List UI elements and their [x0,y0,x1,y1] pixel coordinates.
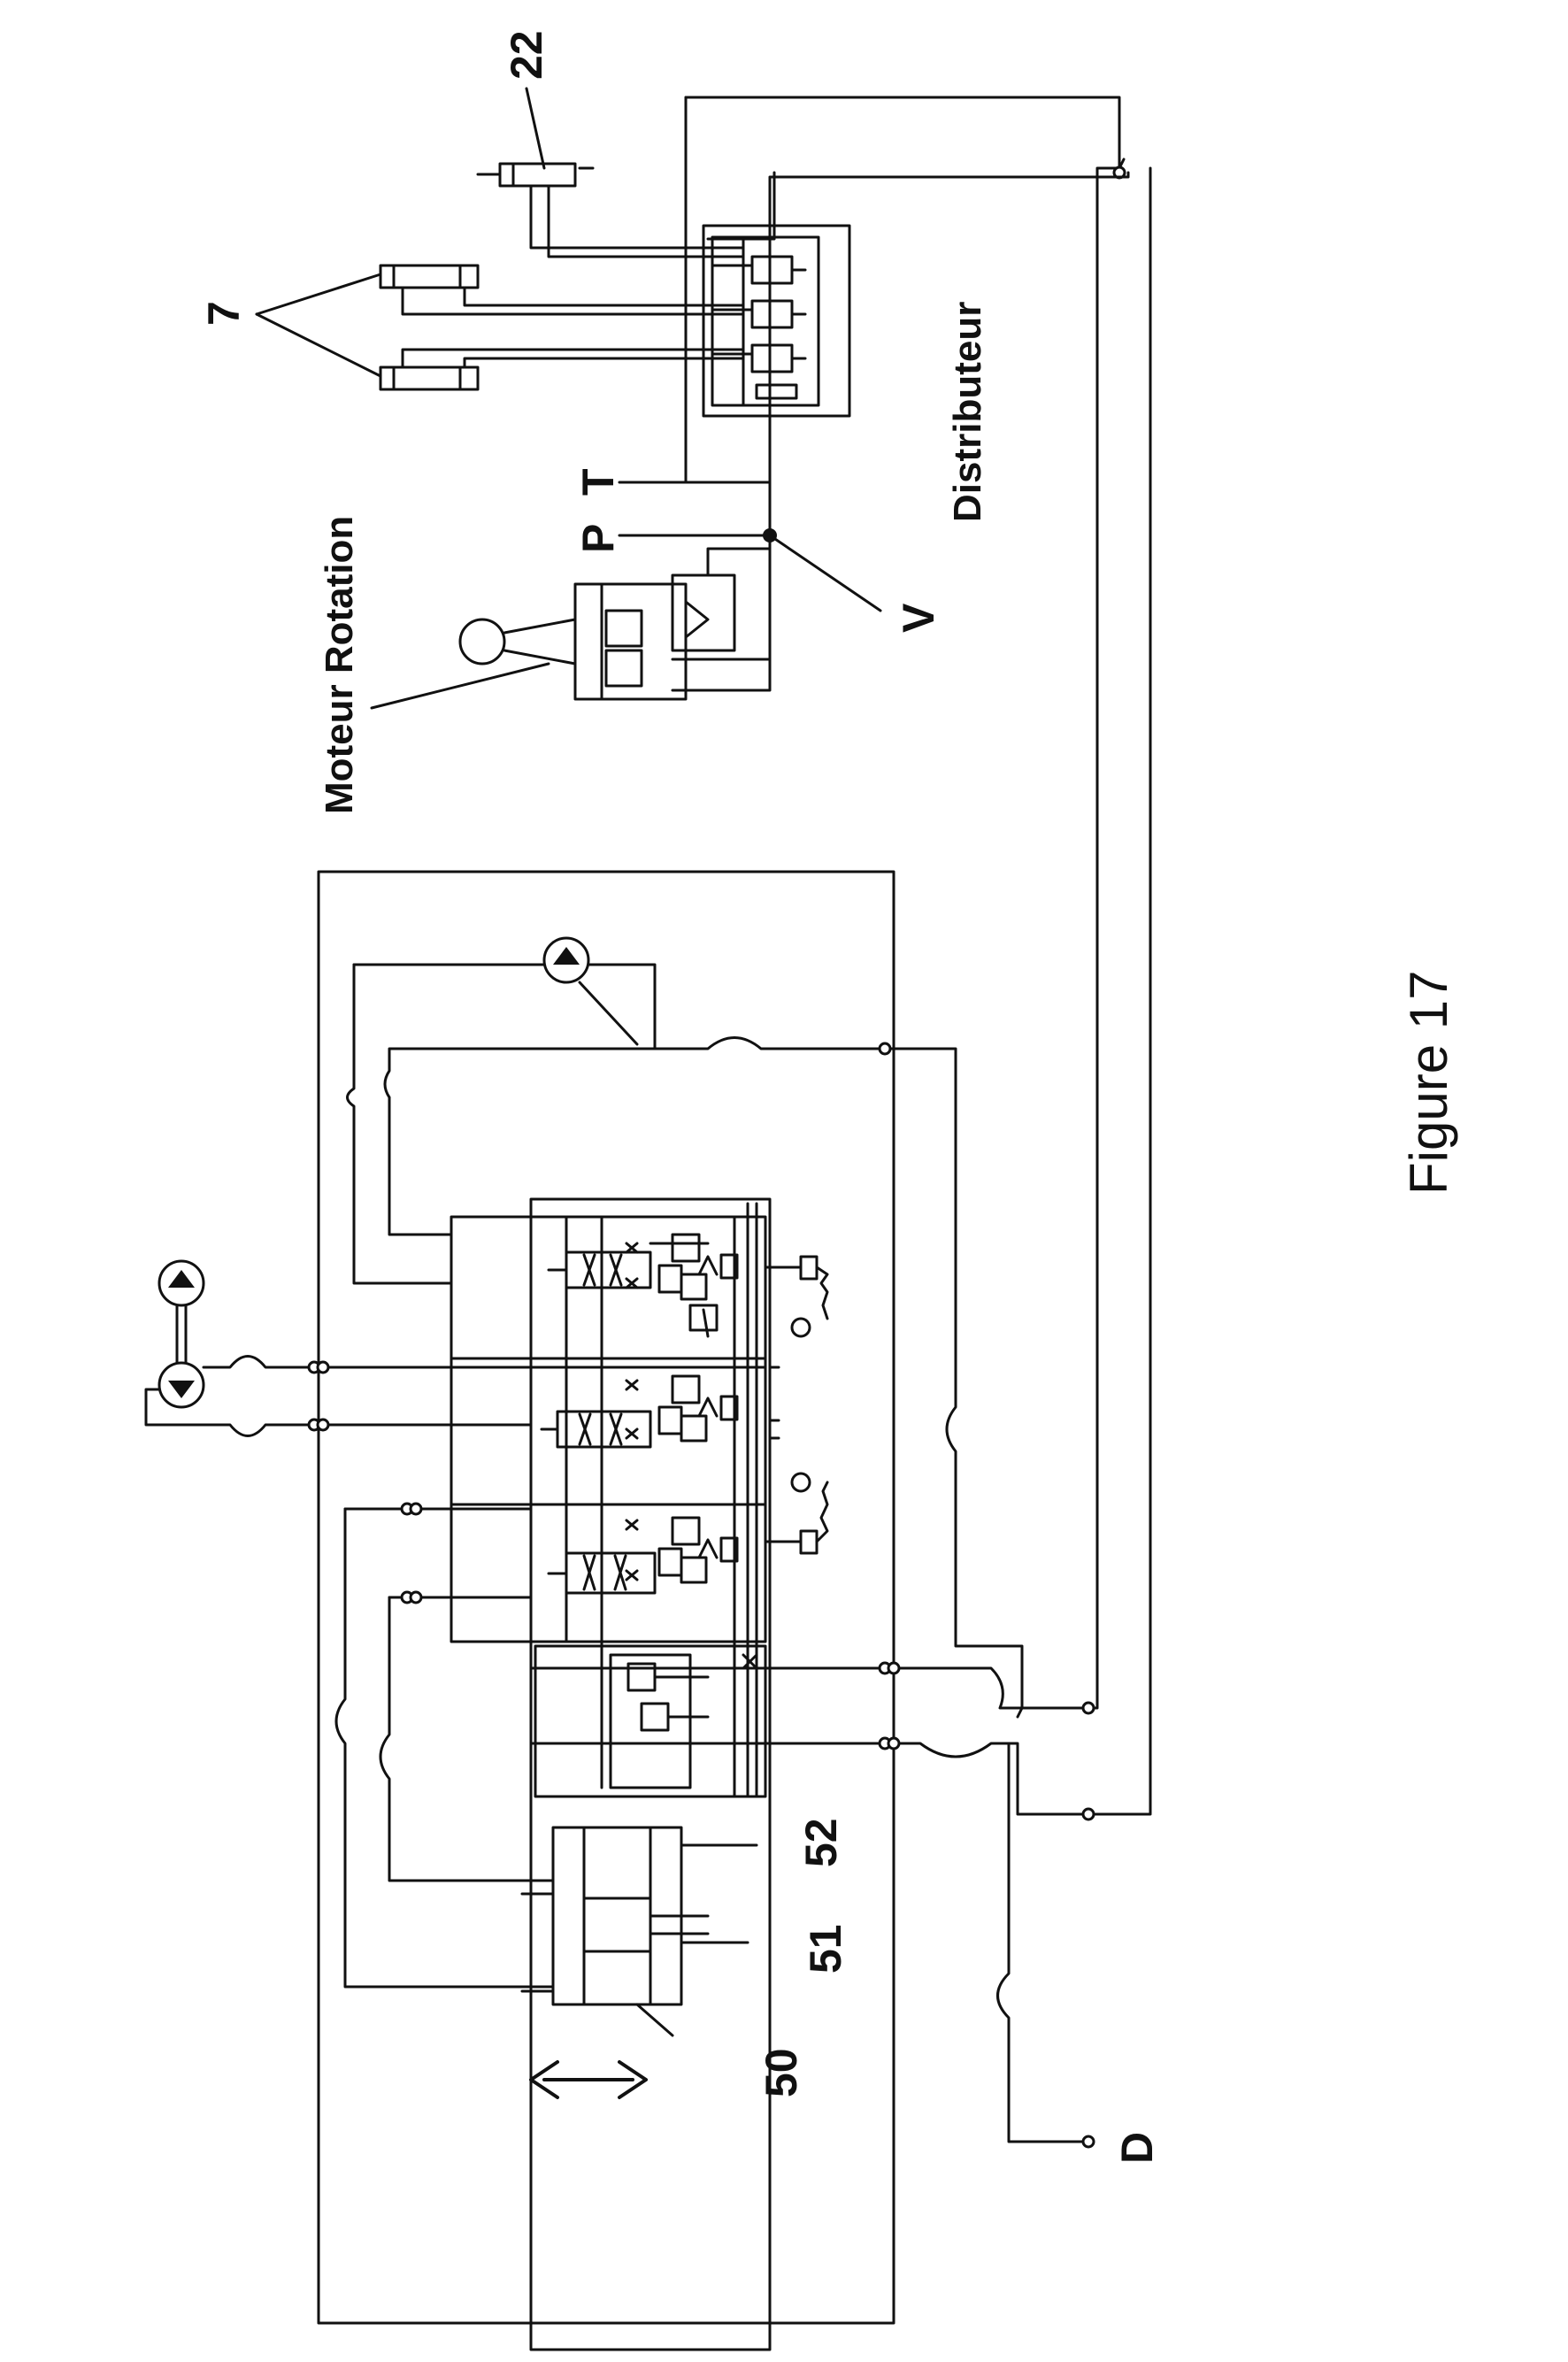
valve-section-3 [549,1473,827,1593]
label-ref-7: 7 [199,301,249,326]
power-unit [146,1261,765,1436]
label-port-p: P [573,524,623,553]
label-port-d: D [1112,2132,1162,2164]
valve-section-2 [542,1367,779,1447]
double-arrow-icon [531,2062,646,2097]
label-port-v: V [894,603,943,633]
port-d-connector [1083,2136,1094,2147]
label-port-t: T [573,468,623,496]
label-moteur-rotation: Moteur Rotation [318,516,361,814]
hydraulic-motor [348,938,1023,1717]
distributor-assembly [686,97,1125,482]
pressure-gauge-icon [792,1473,810,1491]
label-ref-22: 22 [502,30,551,80]
distributor-outer [703,226,849,416]
rotation-motor-icon [460,619,504,664]
cylinders-7 [257,265,743,389]
hydraulic-cylinder-assembly [336,1504,757,2097]
pt-connections [619,173,1128,659]
pressure-gauge-icon [792,1319,810,1336]
label-ref-51: 51 [801,1924,850,1973]
label-ref-52: 52 [796,1818,846,1867]
label-ref-50: 50 [757,2048,806,2097]
rotation-motor [372,549,770,708]
figure-caption: Figure 17 [1399,971,1458,1195]
label-distributeur: Distributeur [946,302,989,522]
valve-section-1 [549,1235,827,1336]
